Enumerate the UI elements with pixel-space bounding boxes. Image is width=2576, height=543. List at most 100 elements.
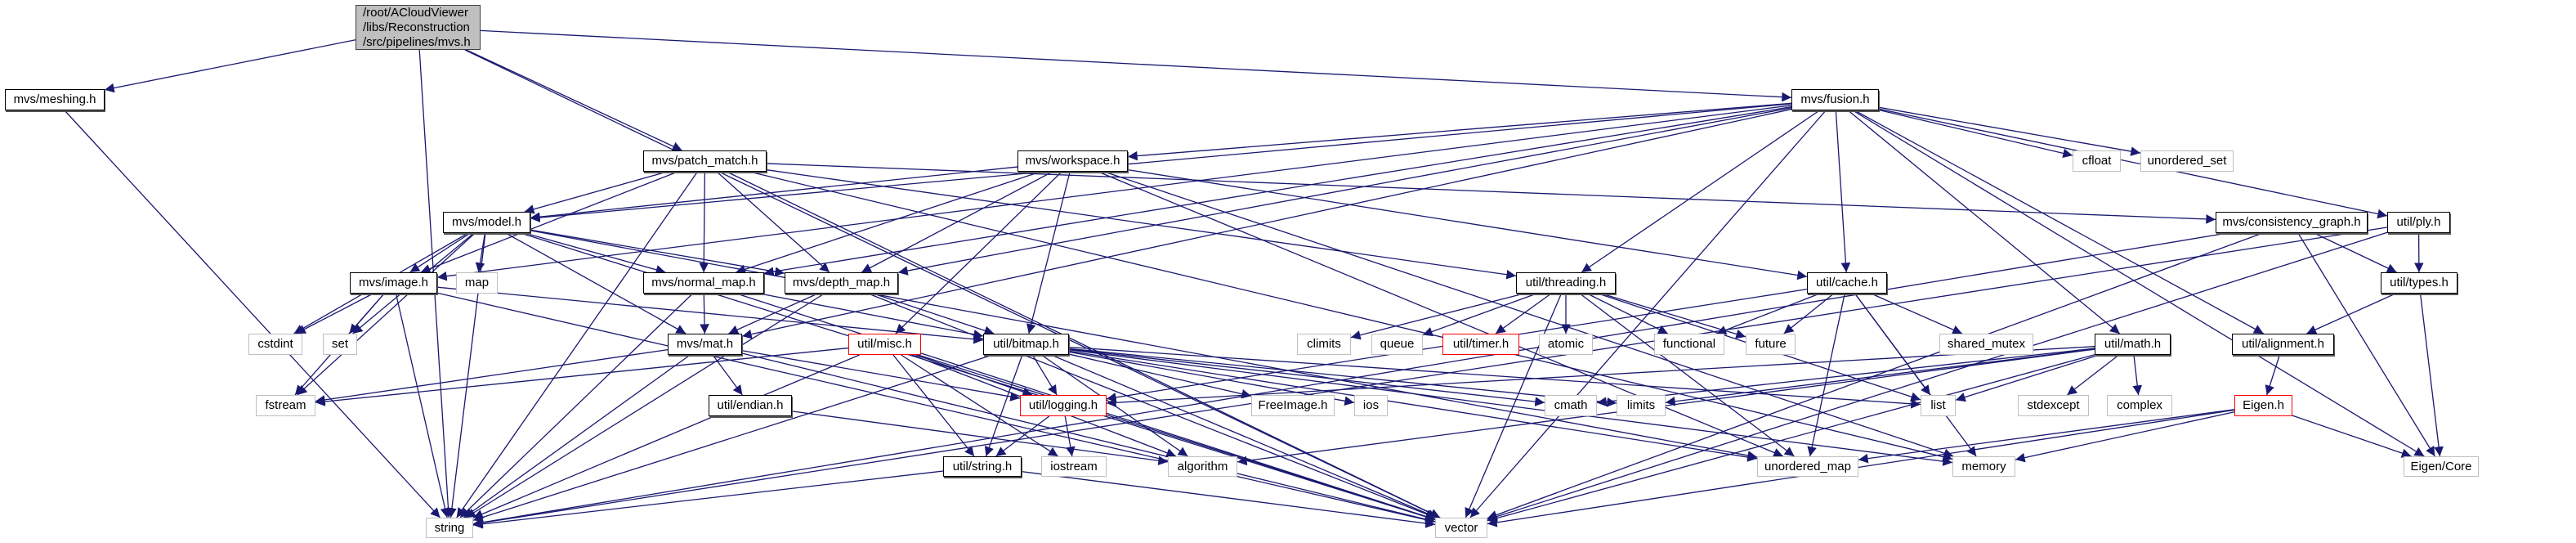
node-root[interactable]: /root/ACloudViewer /libs/Reconstruction … bbox=[356, 5, 481, 50]
node-types[interactable]: util/types.h bbox=[2381, 272, 2457, 294]
edge-patch_match-to-threading bbox=[766, 169, 1517, 280]
node-cstdint: cstdint bbox=[248, 334, 302, 355]
edge-workspace-to-bitmap bbox=[1026, 171, 1071, 334]
edge-image-to-string bbox=[395, 293, 450, 518]
edge-fusion-to-model bbox=[530, 103, 1792, 222]
node-consistency-graph[interactable]: mvs/consistency_graph.h bbox=[2216, 212, 2368, 233]
node-meshing[interactable]: mvs/meshing.h bbox=[5, 89, 105, 110]
edge-consistency_graph-to-types bbox=[2314, 232, 2397, 273]
node-freeimage: FreeImage.h bbox=[1251, 395, 1335, 416]
node-string: string bbox=[426, 518, 473, 538]
edge-patch_match-to-vector bbox=[727, 171, 1441, 518]
edge-workspace-to-normal_map bbox=[736, 171, 1041, 274]
edge-math-to-logging bbox=[1106, 346, 2095, 408]
edge-patch_match-to-consistency_graph bbox=[766, 163, 2216, 224]
edge-bitmap-to-logging bbox=[1031, 354, 1058, 396]
edge-normal_map-to-string bbox=[459, 293, 693, 518]
edge-fusion-to-normal_map bbox=[763, 106, 1792, 276]
edge-logging-to-iostream bbox=[1064, 415, 1076, 457]
node-depth-map[interactable]: mvs/depth_map.h bbox=[785, 272, 898, 294]
edge-root-to-fusion bbox=[480, 29, 1792, 102]
edge-bitmap-to-memory bbox=[1068, 349, 1953, 466]
edge-image-to-bitmap bbox=[436, 286, 984, 344]
node-model[interactable]: mvs/model.h bbox=[443, 212, 530, 233]
edge-workspace-to-misc bbox=[895, 171, 1062, 334]
node-bitmap[interactable]: util/bitmap.h bbox=[983, 334, 1069, 355]
node-shared-mutex: shared_mutex bbox=[1939, 334, 2033, 355]
node-string-h[interactable]: util/string.h bbox=[943, 456, 1022, 477]
edge-root-to-vector bbox=[464, 49, 1441, 518]
edge-cache-to-future bbox=[1783, 293, 1835, 334]
edge-types-to-alignment bbox=[2306, 293, 2396, 334]
node-image[interactable]: mvs/image.h bbox=[350, 272, 437, 294]
edge-fusion-to-unordered_set bbox=[1878, 106, 2141, 156]
node-misc[interactable]: util/misc.h bbox=[848, 334, 921, 355]
edge-fusion-to-eigen_core bbox=[1852, 110, 2425, 457]
edge-misc-to-iostream bbox=[901, 354, 1058, 457]
node-limits: limits bbox=[1617, 395, 1666, 416]
node-unordered-set: unordered_set bbox=[2140, 150, 2234, 172]
edge-mat-to-fstream bbox=[315, 349, 669, 405]
node-patch-match[interactable]: mvs/patch_match.h bbox=[643, 150, 767, 172]
edge-fusion-to-depth_map bbox=[897, 107, 1792, 276]
node-vector: vector bbox=[1435, 518, 1487, 538]
edge-bitmap-to-vector bbox=[1051, 354, 1438, 518]
edge-patch_match-to-string bbox=[456, 171, 698, 518]
edge-bitmap-to-string_h bbox=[984, 354, 1023, 457]
edge-workspace-to-memory bbox=[1104, 171, 1954, 458]
edge-ply-to-string bbox=[472, 227, 2388, 527]
node-logging[interactable]: util/logging.h bbox=[1020, 395, 1107, 416]
edge-misc-to-fstream bbox=[315, 347, 849, 406]
node-threading[interactable]: util/threading.h bbox=[1516, 272, 1616, 294]
node-unordered-map: unordered_map bbox=[1757, 456, 1858, 477]
node-atomic: atomic bbox=[1539, 334, 1593, 355]
node-memory: memory bbox=[1952, 456, 2015, 477]
edge-ply-to-vector bbox=[1487, 231, 2388, 522]
edge-math-to-algorithm bbox=[1237, 348, 2095, 466]
edge-cache-to-memory bbox=[1854, 293, 1977, 457]
edge-model-to-image bbox=[409, 232, 471, 273]
node-complex: complex bbox=[2107, 395, 2172, 416]
edge-patch_match-to-image bbox=[420, 171, 678, 274]
edge-meshing-to-string bbox=[64, 110, 441, 518]
node-eigen-h[interactable]: Eigen.h bbox=[2234, 395, 2292, 416]
node-climits: climits bbox=[1297, 334, 1351, 355]
edge-string_h-to-string bbox=[472, 470, 944, 529]
node-ply[interactable]: util/ply.h bbox=[2387, 212, 2450, 233]
node-endian[interactable]: util/endian.h bbox=[709, 395, 792, 416]
edge-cache-to-shared_mutex bbox=[1871, 293, 1963, 334]
edge-math-to-list bbox=[1955, 354, 2100, 402]
edge-math-to-stdexcept bbox=[2066, 354, 2120, 396]
edge-model-to-normal_map bbox=[524, 232, 666, 275]
node-iostream: iostream bbox=[1041, 456, 1107, 477]
node-cmath: cmath bbox=[1545, 395, 1597, 416]
edge-eigen_h-to-eigen_core bbox=[2292, 415, 2412, 458]
edge-model-to-depth_map bbox=[530, 229, 785, 276]
node-alignment[interactable]: util/alignment.h bbox=[2232, 334, 2334, 355]
edge-fusion-to-alignment bbox=[1854, 110, 2264, 334]
edge-mat-to-logging bbox=[741, 350, 1021, 402]
node-timer[interactable]: util/timer.h bbox=[1442, 334, 1519, 355]
node-normal-map[interactable]: mvs/normal_map.h bbox=[643, 272, 764, 294]
edge-eigen_h-to-unordered_map bbox=[1858, 409, 2235, 464]
edge-math-to-complex bbox=[2132, 354, 2143, 396]
edge-fusion-to-image bbox=[436, 105, 1792, 281]
node-math[interactable]: util/math.h bbox=[2095, 334, 2171, 355]
edge-consistency_graph-to-eigen_core bbox=[2297, 232, 2435, 457]
edge-cache-to-unordered_map bbox=[1807, 293, 1845, 457]
edge-workspace-to-depth_map bbox=[861, 171, 1053, 273]
edge-bitmap-to-list bbox=[1068, 346, 1921, 409]
node-mat[interactable]: mvs/mat.h bbox=[668, 334, 742, 355]
edge-misc-to-string bbox=[472, 354, 860, 519]
edge-depth_map-to-string bbox=[465, 293, 825, 518]
edge-image-to-cstdint bbox=[295, 293, 373, 334]
edge-workspace-to-model bbox=[530, 166, 1018, 222]
edge-bitmap-to-string bbox=[472, 354, 993, 523]
edge-endian-to-algorithm bbox=[791, 411, 1169, 466]
edge-normal_map-to-bitmap bbox=[759, 293, 984, 339]
node-cache[interactable]: util/cache.h bbox=[1807, 272, 1887, 294]
edge-threading-to-unordered_map bbox=[1579, 293, 1795, 457]
node-fusion[interactable]: mvs/fusion.h bbox=[1791, 89, 1879, 110]
node-workspace[interactable]: mvs/workspace.h bbox=[1017, 150, 1128, 172]
